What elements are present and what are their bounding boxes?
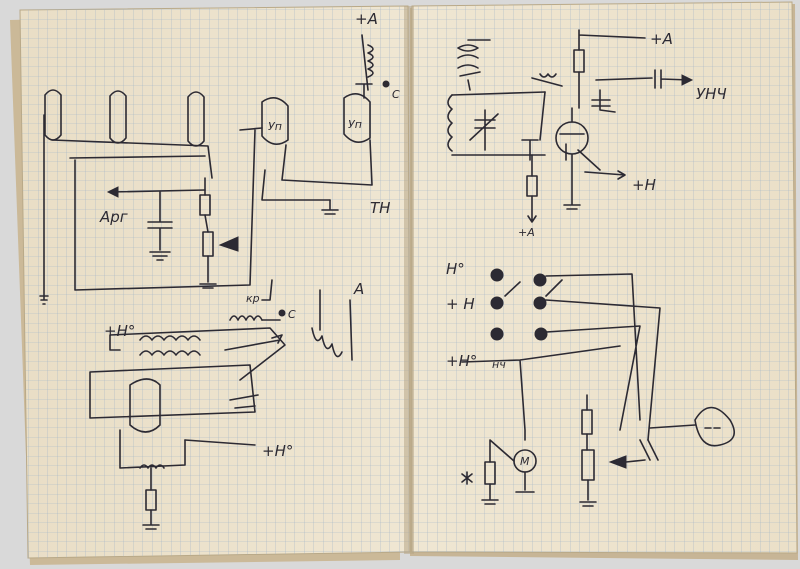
- resistor-wire: [199, 177, 217, 289]
- tank-coil: [447, 94, 453, 152]
- label-plus-h0-right: +Н°: [446, 352, 477, 370]
- label-unch: УНЧ: [696, 85, 727, 103]
- label-plus-h-mid: + Н: [446, 295, 475, 313]
- label-h0-bottom: +Н°: [262, 442, 293, 460]
- capacitor-ground: [147, 191, 173, 261]
- coil-a: [311, 289, 343, 358]
- tube-ground: [563, 153, 581, 210]
- label-tube-2: Уп: [348, 118, 362, 131]
- coil-top: [457, 44, 481, 77]
- cathode-line: [527, 154, 537, 223]
- spine: [404, 6, 414, 554]
- resistor-bottom-ground: [142, 467, 160, 530]
- label-motor: M: [520, 455, 530, 468]
- tank-var-cap: [469, 109, 499, 151]
- apr-arrow-icon: [106, 186, 119, 198]
- bypass-cap: [591, 89, 616, 113]
- plate-wire: [355, 34, 373, 99]
- headphone-wire: [649, 424, 721, 429]
- coil-2: [109, 90, 127, 144]
- tube-wires: [239, 127, 373, 186]
- switch-dot-1: [490, 268, 504, 282]
- left-schematic: +A C Уп Уп TH Арг кр C A +Н° +Н°: [39, 10, 400, 530]
- coil-bus: [51, 139, 213, 179]
- grid-leak: [521, 91, 546, 161]
- cap-right: [625, 439, 659, 463]
- label-plus-a: +A: [355, 10, 378, 28]
- unch-arrow-icon: [681, 74, 694, 86]
- ground-th: [321, 199, 339, 215]
- label-plus-h0: +Н°: [104, 322, 135, 340]
- choke-coil: [367, 44, 374, 78]
- switch-dot-5: [533, 296, 547, 310]
- label-tube-1: Уп: [268, 120, 282, 133]
- a-wire: [349, 299, 353, 361]
- switch-dot-3: [490, 327, 504, 341]
- right-schematic: +A УНЧ +Н +А Н° + Н +Н° нч M: [446, 29, 736, 507]
- cap-bottom: [229, 394, 259, 409]
- h0-wire: [184, 439, 256, 446]
- transformer-bottom: [139, 350, 201, 356]
- transformer-loop: [109, 327, 286, 381]
- terminal-c: [382, 80, 390, 88]
- bus-loop: [74, 129, 256, 291]
- coil-1: [44, 89, 62, 141]
- motor-wiring: [489, 439, 535, 493]
- coil-top-wire: [467, 39, 491, 91]
- switch-dot-6: [534, 327, 548, 341]
- th-wire: [261, 169, 331, 201]
- label-a: A: [353, 280, 364, 298]
- label-nch: нч: [492, 358, 506, 371]
- headphone-icon: [694, 406, 736, 447]
- tube-right-internals: [559, 107, 601, 171]
- label-kp: кр: [246, 292, 260, 305]
- terminal-c-mid: [278, 309, 286, 317]
- right-page-grid: [412, 2, 797, 553]
- apr-line: [109, 189, 206, 193]
- tube-1: [261, 97, 289, 145]
- switch-dot-4: [533, 273, 547, 287]
- label-c-mid: C: [288, 308, 296, 321]
- left-page-grid: [20, 6, 410, 558]
- inductor-kp: [229, 315, 263, 321]
- switch-dot-2: [490, 296, 504, 310]
- label-h0: Н°: [446, 260, 465, 278]
- ground-left: [39, 114, 49, 305]
- motor-ground: [481, 483, 499, 505]
- pot-right-wires: [579, 394, 597, 507]
- coil-3: [187, 91, 205, 147]
- label-plus-a4: +А: [518, 226, 535, 239]
- label-plus-h: +Н: [632, 176, 656, 194]
- bus-wire-right: [461, 345, 621, 441]
- switch-levers: [504, 279, 563, 297]
- pot-arrow-icon: [218, 236, 239, 252]
- grid-inductor: [531, 73, 563, 87]
- tube-3: [129, 378, 161, 433]
- chassis-box: [89, 364, 256, 419]
- filament-arrow: [584, 170, 626, 180]
- label-c-top: C: [392, 88, 400, 101]
- label-th: TH: [370, 199, 390, 217]
- star-mark: [461, 471, 473, 485]
- label-apr: Арг: [99, 208, 128, 226]
- cathode-circuit: [119, 429, 186, 469]
- plate-wire-right: [578, 29, 646, 109]
- output-cap: [595, 69, 691, 89]
- variable-cap: [224, 334, 283, 351]
- switch-wires: [545, 273, 661, 441]
- kp-wire: [261, 279, 281, 321]
- tube-2: [343, 93, 371, 143]
- label-plus-a-right: +A: [650, 30, 673, 48]
- transformer-top: [139, 335, 201, 341]
